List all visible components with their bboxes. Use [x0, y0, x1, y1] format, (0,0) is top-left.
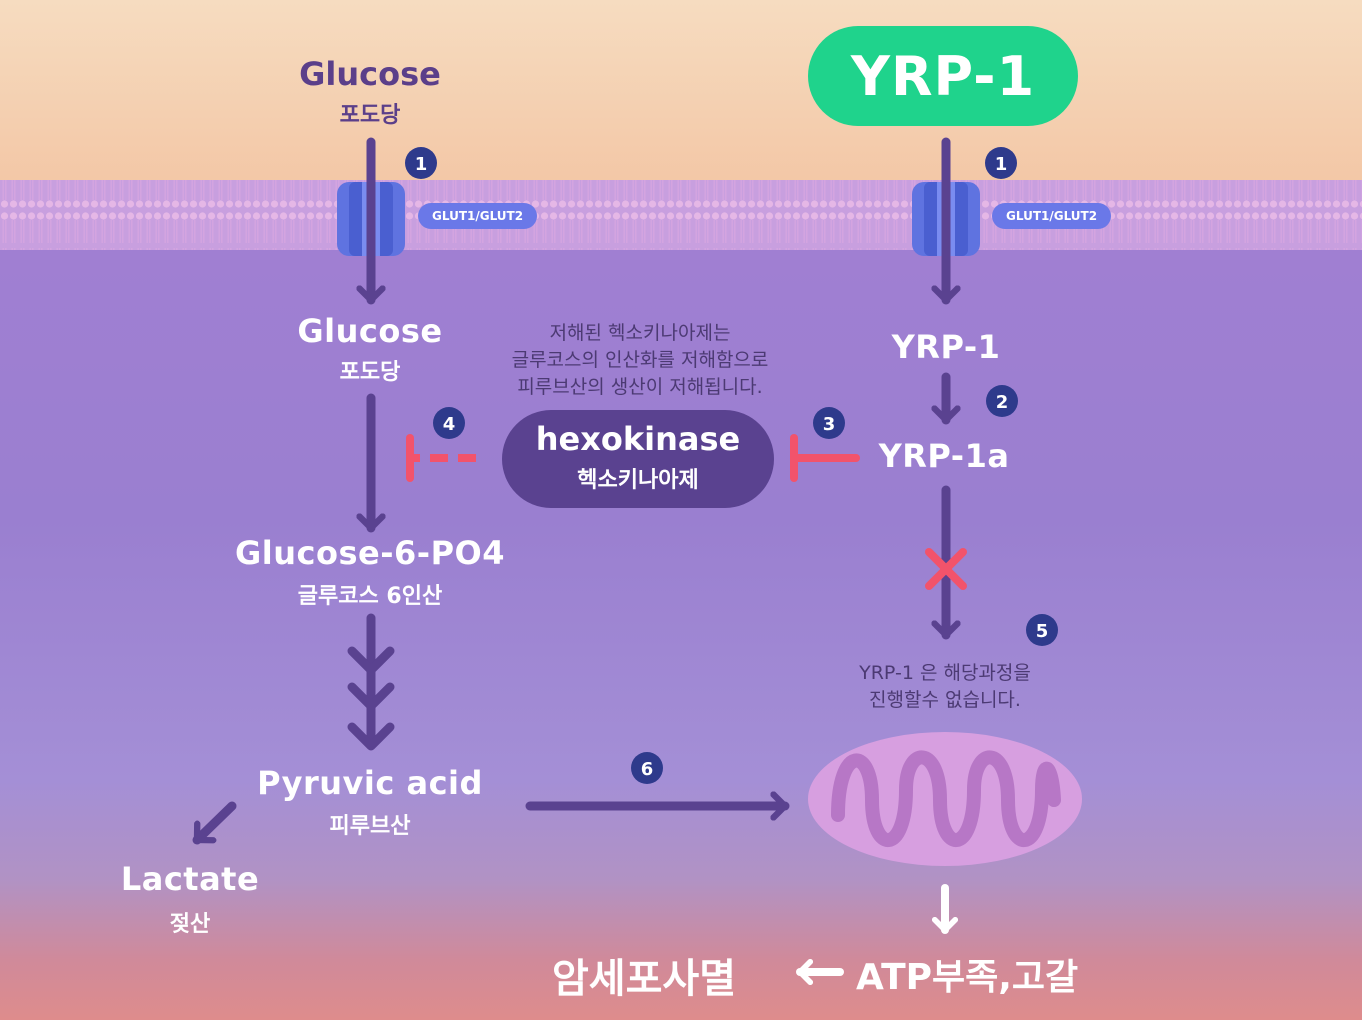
- hexokinase-note-line-2: 글루코스의 인산화를 저해함으로: [511, 349, 769, 371]
- svg-text:1: 1: [415, 154, 428, 175]
- apoptosis-label: 암세포사멸: [552, 956, 736, 1002]
- step-badge-3: 3: [813, 407, 845, 439]
- mitochondrion: [808, 732, 1082, 866]
- pyruvic-label: Pyruvic acid: [257, 764, 483, 802]
- g6p-label: Glucose-6-PO4: [235, 534, 505, 572]
- yrp-note-line-1: YRP-1 은 해당과정을: [859, 662, 1031, 684]
- step-badge-6: 6: [631, 752, 663, 784]
- atp-depletion-label: ATP부족,고갈: [856, 957, 1079, 998]
- yrp1-inner-label: YRP-1: [891, 328, 1001, 366]
- yrp-note-line-2: 진행할수 없습니다.: [869, 689, 1021, 711]
- pyruvic-ko: 피루브산: [329, 814, 411, 839]
- step-badge-5: 5: [1026, 614, 1058, 646]
- svg-text:4: 4: [443, 414, 456, 435]
- hexokinase-label: hexokinase: [535, 420, 741, 458]
- block-cross-icon: [925, 548, 967, 590]
- svg-text:6: 6: [641, 759, 654, 780]
- hexokinase-ko: 헥소키나아제: [577, 468, 699, 493]
- step-badge-2: 2: [986, 385, 1018, 417]
- inhibit-hexokinase-glucose: [406, 434, 476, 482]
- glut-label-right: GLUT1/GLUT2: [992, 203, 1112, 229]
- chevron-1: [347, 646, 395, 675]
- glucose-top-ko: 포도당: [339, 103, 401, 128]
- glucose-inner-ko: 포도당: [339, 360, 401, 385]
- hexokinase-node: hexokinase 헥소키나아제: [502, 410, 774, 508]
- yrp1-pill: YRP-1: [808, 26, 1078, 126]
- glucose-inner-label: Glucose: [297, 312, 443, 350]
- svg-text:2: 2: [996, 392, 1009, 413]
- chevron-3: [347, 722, 395, 751]
- svg-text:1: 1: [995, 154, 1008, 175]
- hexokinase-note: 저해된 헥소키나아제는 글루코스의 인산화를 저해함으로 피루브산의 생산이 저…: [470, 320, 810, 401]
- lactate-ko: 젖산: [169, 912, 211, 937]
- lactate-label: Lactate: [120, 860, 260, 898]
- yrp1a-label: YRP-1a: [878, 437, 1010, 475]
- glut-label-left: GLUT1/GLUT2: [418, 203, 538, 229]
- step-badge-1-right: 1: [985, 147, 1017, 179]
- arrow-pyruvic-to-lactate: [192, 801, 237, 845]
- hexokinase-note-line-1: 저해된 헥소키나아제는: [549, 322, 731, 344]
- chevron-2: [347, 682, 395, 711]
- hexokinase-note-line-3: 피루브산의 생산이 저해됩니다.: [517, 376, 763, 398]
- step-badge-1-left: 1: [405, 147, 437, 179]
- inhibit-yrp1a-hexokinase: [790, 434, 860, 482]
- svg-text:5: 5: [1036, 621, 1049, 642]
- glucose-top-label: Glucose: [299, 55, 441, 93]
- svg-text:3: 3: [823, 414, 836, 435]
- g6p-ko: 글루코스 6인산: [297, 584, 443, 609]
- step-badge-4: 4: [433, 407, 465, 439]
- yrp-note: YRP-1 은 해당과정을 진행할수 없습니다.: [815, 660, 1075, 714]
